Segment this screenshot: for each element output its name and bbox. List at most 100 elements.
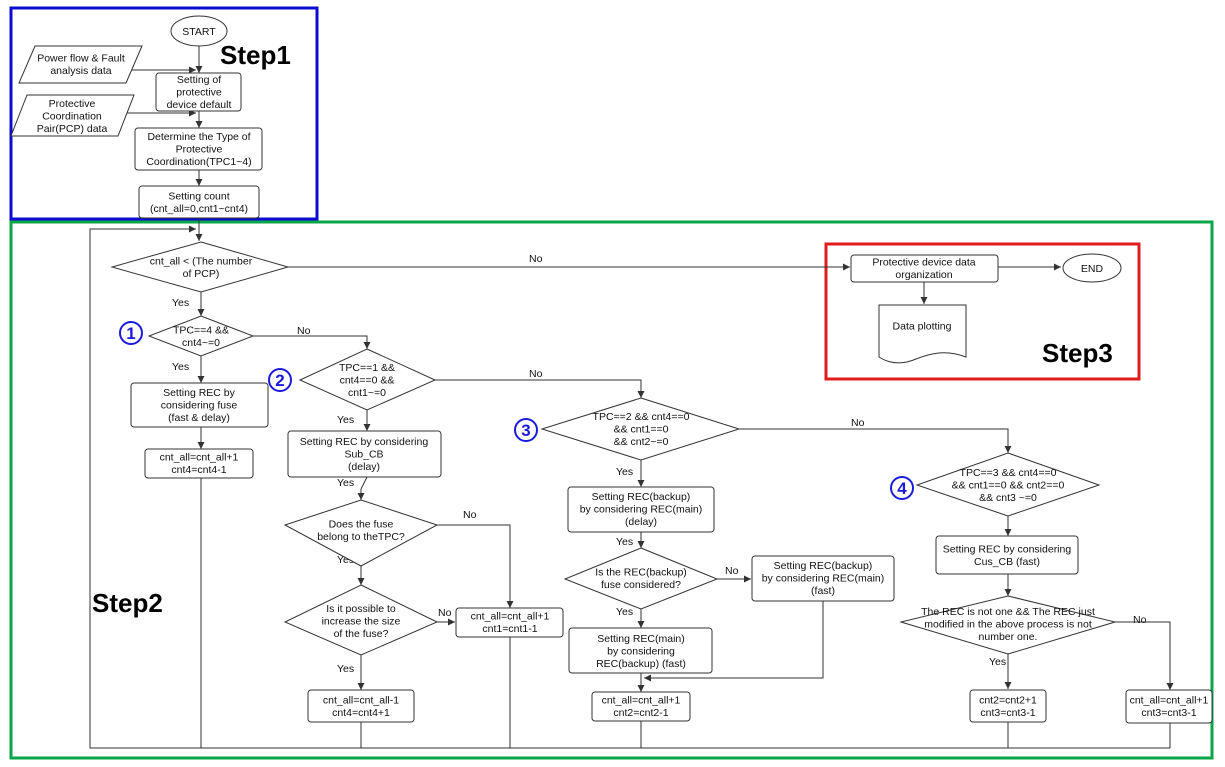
- rec-backup-fast-text: Setting REC(backup)by considering REC(ma…: [762, 560, 885, 597]
- node-text-line: considering fuse: [161, 400, 238, 412]
- label-no: No: [529, 253, 543, 265]
- node-text-line: cnt_all < (The number: [150, 255, 253, 267]
- label-no: No: [297, 325, 311, 337]
- node-text-line: The REC is not one && The REC just: [921, 606, 1095, 618]
- cnt1-decrement-box: [455, 607, 564, 638]
- input-pcp-data: [10, 94, 135, 137]
- node-text-line: cnt_all=cnt_all+1: [160, 451, 239, 463]
- branch-labels: No Yes No Yes No Yes No Yes No Yes Yes Y…: [172, 253, 1147, 675]
- rec-backup-delay-text: Setting REC(backup)by considering REC(ma…: [580, 491, 703, 528]
- cnt2-increment-box: [969, 689, 1047, 723]
- node-text-line: increase the size: [322, 616, 401, 628]
- label-yes: Yes: [337, 414, 354, 426]
- node-text-line: by considering REC(main): [762, 573, 885, 585]
- condition1-diamond: [147, 315, 255, 357]
- determine-type-text: Determine the Type ofProtectiveCoordinat…: [146, 131, 251, 168]
- node-text-line: belong to theTPC?: [317, 531, 405, 543]
- step2-frame: [9, 220, 1214, 760]
- step1-label: Step1: [220, 40, 291, 70]
- cnt4-decrement-box: [144, 448, 254, 479]
- label-yes: Yes: [616, 536, 633, 548]
- label-no: No: [851, 417, 865, 429]
- marker-2-number: 2: [275, 371, 284, 390]
- loop-condition-diamond: [110, 241, 290, 293]
- node-text-line: organization: [895, 269, 952, 281]
- node-text-line: modified in the above process is not: [924, 619, 1092, 631]
- rec-backup-delay-box: [567, 486, 715, 533]
- marker-1-number: 1: [126, 324, 135, 343]
- node-text-line: cnt2=cnt2+1: [979, 694, 1037, 706]
- input-power-flow: [18, 45, 143, 84]
- node-text-line: Is the REC(backup): [595, 566, 687, 578]
- marker-3: 3: [514, 418, 538, 442]
- node-text-line: device default: [167, 99, 232, 111]
- node-text-line: cnt1=cnt1-1: [482, 623, 537, 635]
- data-plotting-text: Data plotting: [893, 321, 952, 333]
- connectors: [89, 46, 1174, 749]
- node-text-line: cnt3=cnt3-1: [1141, 707, 1196, 719]
- node-text-line: Protective: [176, 144, 223, 156]
- node-text-line: && cnt2~=0: [614, 436, 669, 448]
- label-yes: Yes: [616, 606, 633, 618]
- node-text-line: number one.: [979, 631, 1038, 643]
- label-no: No: [463, 509, 477, 521]
- node-text-line: by considering: [607, 646, 675, 658]
- node-text-line: cnt4=cnt4+1: [332, 707, 390, 719]
- condition3-diamond: [540, 397, 741, 461]
- node-text-line: cnt_all=cnt_all+1: [1130, 694, 1209, 706]
- node-text-line: cnt3=cnt3-1: [980, 707, 1035, 719]
- node-text-line: (cnt_all=0,cnt1~cnt4): [150, 203, 248, 215]
- end-terminator: [1062, 253, 1122, 283]
- node-text-line: && cnt1==0: [614, 424, 669, 436]
- backup-fuse-diamond: [563, 547, 719, 610]
- organization-box: [850, 254, 999, 283]
- label-no: No: [1133, 614, 1147, 626]
- condition4-diamond: [915, 452, 1101, 517]
- cnt2-decrement-box: [591, 691, 691, 722]
- start-terminator: [170, 15, 228, 47]
- start-label: START: [182, 26, 216, 38]
- fuse-belong-diamond: [283, 499, 439, 567]
- rec-not-one-diamond: [899, 595, 1117, 655]
- node-text-line: Setting REC by considering: [943, 543, 1072, 555]
- node-text-line: TPC==2 && cnt4==0: [593, 411, 690, 423]
- node-text-line: Setting REC by considering: [300, 436, 429, 448]
- cnt4-increment-box: [307, 689, 415, 723]
- condition4-text: TPC==3 && cnt4==0&& cnt1==0 && cnt2==0&&…: [952, 467, 1065, 504]
- determine-type-box: [134, 127, 263, 171]
- node-text-line: protective: [176, 87, 222, 99]
- node-text-line: cnt4~=0: [182, 337, 220, 349]
- node-text-line: cnt_all=cnt_all+1: [471, 610, 550, 622]
- node-text-line: Cus_CB (fast): [974, 556, 1040, 568]
- node-text-line: (fast): [811, 585, 835, 597]
- node-text-line: (delay): [625, 516, 657, 528]
- node-text-line: cnt_all=cnt_all+1: [602, 694, 681, 706]
- node-text-line: cnt_all=cnt_all-1: [323, 694, 399, 706]
- node-text-line: (delay): [348, 461, 380, 473]
- label-yes: Yes: [172, 297, 189, 309]
- backup-fuse-text: Is the REC(backup)fuse considered?: [595, 566, 687, 591]
- node-text-line: TPC==3 && cnt4==0: [960, 467, 1057, 479]
- step2-label: Step2: [92, 588, 163, 618]
- rec-not-one-text: The REC is not one && The REC justmodifi…: [921, 606, 1095, 643]
- label-yes: Yes: [616, 466, 633, 478]
- node-text-line: Data plotting: [893, 321, 952, 333]
- setting-default-box: [155, 72, 242, 112]
- node-text-line: Setting REC by: [163, 387, 236, 399]
- end-label: END: [1081, 263, 1104, 275]
- node-text-line: of the fuse?: [334, 628, 389, 640]
- node-text-line: && cnt1==0 && cnt2==0: [952, 480, 1065, 492]
- node-text-line: TPC==1 &&: [339, 362, 395, 374]
- node-text-line: TPC==4 &&: [173, 324, 229, 336]
- increase-fuse-diamond: [283, 584, 439, 656]
- label-yes: Yes: [337, 663, 354, 675]
- node-text-line: Does the fuse: [329, 518, 394, 530]
